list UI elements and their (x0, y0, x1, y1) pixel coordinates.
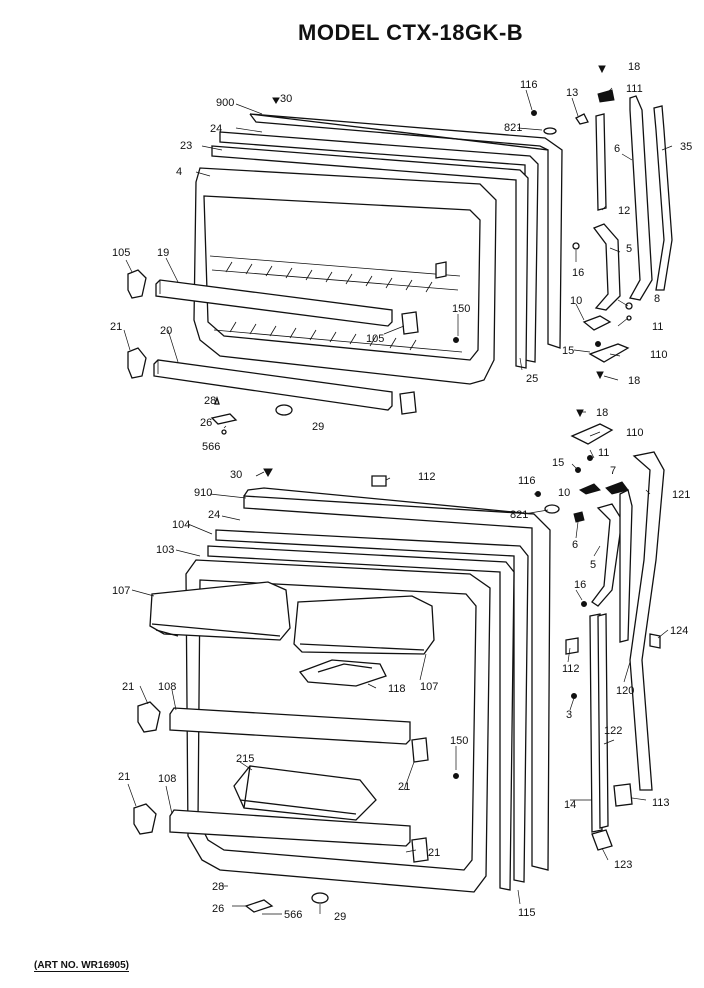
callout-label: 18 (596, 407, 608, 419)
callout-label: 113 (652, 797, 670, 809)
callout-label: 112 (418, 471, 436, 483)
callout-label: 24 (210, 123, 222, 135)
callout-label: 124 (670, 625, 688, 637)
callout-label: 566 (202, 441, 220, 453)
callout-label: 26 (212, 903, 224, 915)
callout-label: 6 (572, 539, 578, 551)
diagram-title: MODEL CTX-18GK-B (298, 20, 524, 45)
callout-label: 7 (610, 465, 616, 477)
callout-label: 18 (628, 375, 640, 387)
callout-label: 23 (180, 140, 192, 152)
callout-label: 6 (614, 143, 620, 155)
callout-labels: 30 900 24 23 4 105 19 21 20 105 150 25 2… (110, 61, 692, 923)
callout-label: 910 (194, 487, 212, 499)
callout-label: 107 (420, 681, 438, 693)
callout-label: 110 (626, 427, 644, 439)
callout-label: 19 (157, 247, 169, 259)
freezer-hinge-hardware (572, 65, 673, 380)
callout-label: 10 (570, 295, 582, 307)
callout-label: 120 (616, 685, 634, 697)
callout-label: 215 (236, 753, 254, 765)
callout-label: 12 (618, 205, 630, 217)
callout-label: 24 (208, 509, 220, 521)
freezer-door-assembly (127, 97, 563, 435)
callout-label: 3 (566, 709, 572, 721)
callout-label: 16 (572, 267, 584, 279)
callout-label: 15 (562, 345, 574, 357)
callout-label: 28 (212, 881, 224, 893)
callout-label: 26 (200, 417, 212, 429)
callout-label: 20 (160, 325, 172, 337)
callout-label: 566 (284, 909, 302, 921)
callout-label: 16 (574, 579, 586, 591)
callout-label: 29 (312, 421, 324, 433)
callout-label: 28 (204, 395, 216, 407)
callout-label: 108 (158, 681, 176, 693)
callout-label: 150 (452, 303, 470, 315)
callout-label: 821 (504, 122, 522, 134)
callout-label: 11 (652, 321, 663, 333)
callout-label: 10 (558, 487, 570, 499)
callout-label: 14 (564, 799, 576, 811)
callout-label: 110 (650, 349, 668, 361)
callout-label: 112 (562, 663, 580, 675)
callout-label: 118 (388, 683, 406, 695)
callout-label: 105 (366, 333, 384, 345)
callout-label: 5 (590, 559, 596, 571)
fresh-food-hinge-hardware (565, 409, 665, 851)
art-number: (ART NO. WR16905) (34, 960, 130, 972)
callout-label: 21 (118, 771, 130, 783)
callout-label: 11 (598, 447, 609, 459)
callout-label: 5 (626, 243, 632, 255)
callout-label: 29 (334, 911, 346, 923)
callout-label: 121 (672, 489, 690, 501)
callout-label: 107 (112, 585, 130, 597)
callout-label: 15 (552, 457, 564, 469)
callout-label: 30 (230, 469, 242, 481)
callout-label: 116 (520, 79, 538, 91)
callout-label: 123 (614, 859, 632, 871)
callout-label: 900 (216, 97, 234, 109)
leader-lines (123, 87, 673, 915)
callout-label: 150 (450, 735, 468, 747)
callout-label: 821 (510, 509, 528, 521)
callout-label: 108 (158, 773, 176, 785)
callout-label: 35 (680, 141, 692, 153)
callout-label: 122 (604, 725, 622, 737)
callout-label: 25 (526, 373, 538, 385)
callout-label: 105 (112, 247, 130, 259)
callout-label: 104 (172, 519, 190, 531)
callout-label: 115 (518, 907, 536, 919)
callout-label: 21 (122, 681, 134, 693)
callout-label: 8 (654, 293, 660, 305)
callout-label: 21 (110, 321, 122, 333)
callout-label: 4 (176, 166, 182, 178)
callout-label: 30 (280, 93, 292, 105)
callout-label: 116 (518, 475, 536, 487)
callout-label: 21 (428, 847, 440, 859)
callout-label: 21 (398, 781, 410, 793)
callout-label: 18 (628, 61, 640, 73)
callout-label: 13 (566, 87, 578, 99)
callout-label: 103 (156, 544, 174, 556)
fresh-food-door-assembly (133, 468, 560, 913)
callout-label: 111 (626, 83, 643, 95)
